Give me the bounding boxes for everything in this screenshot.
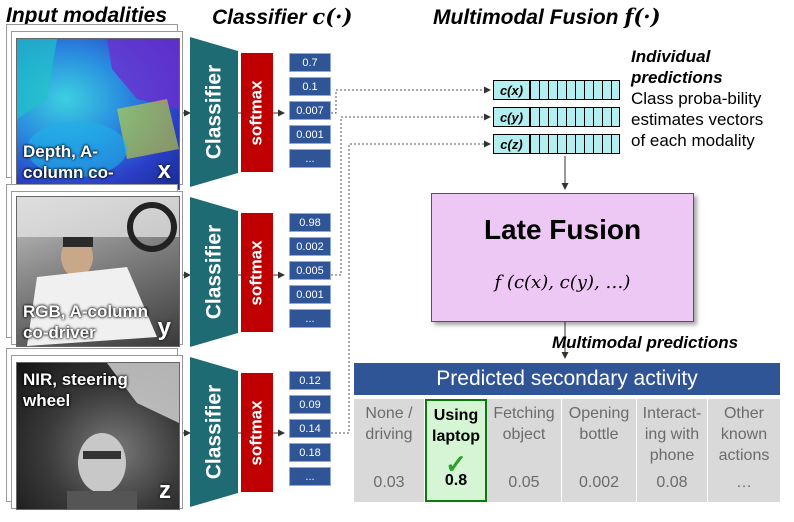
probability-cell: 0.98 [289, 213, 331, 232]
individual-predictions-desc: Class proba-bility estimates vectors of … [631, 89, 764, 150]
multimodal-predictions-label: Multimodal predictions [552, 333, 739, 352]
classifier-block: Classifier [190, 37, 238, 187]
individual-predictions-note: Individual predictions Class proba-bilit… [631, 46, 781, 151]
probability-vector-z: 0.12 0.09 0.14 0.18 ... [289, 371, 331, 491]
softmax-block: softmax [241, 53, 273, 172]
probability-cell: 0.1 [289, 77, 331, 96]
classifier-block: Classifier [190, 357, 238, 507]
fusion-header-text: Multimodal Fusion [433, 6, 619, 29]
classifier-block: Classifier [190, 197, 238, 347]
activity-class-value: 0.05 [508, 474, 540, 491]
softmax-block: softmax [241, 373, 273, 492]
activity-class-value: … [736, 474, 752, 491]
activity-class-using-laptop: Using laptop ✓ 0.8 [425, 399, 487, 502]
classifier-trapezoid [190, 357, 238, 507]
modality-caption: RGB, A-column co-driver [23, 302, 148, 342]
probability-cell: 0.005 [289, 261, 331, 280]
fusion-header-math: f(·) [624, 4, 661, 29]
rgb-image-shapes [17, 197, 179, 346]
late-fusion-title: Late Fusion [483, 214, 642, 245]
rgb-image: RGB, A-column co-driver y [16, 196, 180, 347]
probability-cell: 0.12 [289, 371, 331, 390]
modality-caption: Depth, A-column co-driver [23, 142, 114, 189]
activity-class-opening-bottle: Opening bottle 0.002 [562, 399, 637, 502]
probability-cell: ... [289, 467, 331, 486]
classifier-trapezoid [190, 37, 238, 187]
depth-image-shapes [17, 39, 179, 177]
individual-predictions-title: Individual predictions [631, 47, 723, 87]
nir-image: NIR, steering wheel z [16, 362, 180, 510]
classifier-header-text: Classifier [212, 6, 307, 29]
late-fusion-box: Late Fusion f (c(x), c(y), …) [431, 193, 694, 322]
prediction-cells [530, 134, 620, 154]
depth-image: Depth, A-column co-driver x [16, 38, 180, 190]
prediction-label: c(y) [493, 107, 530, 127]
classifier-label: Classifier [202, 384, 225, 480]
fusion-header: Multimodal Fusion f(·) [433, 4, 661, 30]
probability-vector-y: 0.98 0.002 0.005 0.001 ... [289, 213, 331, 333]
probability-cell: ... [289, 149, 331, 168]
modality-variable: x [157, 157, 171, 184]
activity-class-fetching-object: Fetching object 0.05 [487, 399, 562, 502]
activity-class-name: Fetching object [493, 405, 555, 443]
probability-cell: 0.002 [289, 237, 331, 256]
classifier-trapezoid [190, 197, 238, 347]
checkmark-icon: ✓ [445, 449, 467, 479]
prediction-cells [530, 80, 620, 100]
activity-class-name: Opening bottle [568, 405, 630, 443]
probability-cell: 0.7 [289, 53, 331, 72]
probability-cell: 0.09 [289, 395, 331, 414]
activity-class-value: 0.08 [656, 474, 688, 491]
probability-cell: ... [289, 309, 331, 328]
prediction-label: c(x) [493, 80, 530, 100]
activity-class-name: Interact-ing with phone [642, 405, 702, 464]
activity-class-other: Other known actions … [708, 399, 780, 502]
softmax-block: softmax [241, 213, 273, 332]
activity-class-none-driving: None / driving 0.03 [354, 399, 425, 502]
predicted-activity-panel: Predicted secondary activity None / driv… [354, 363, 780, 502]
activity-class-name: Using laptop [432, 407, 480, 445]
softmax-label: softmax [247, 399, 266, 466]
probability-cell: 0.001 [289, 285, 331, 304]
prediction-row-x: c(x) [493, 80, 620, 100]
classifier-header: Classifier c(·) [212, 4, 352, 30]
modality-caption: NIR, steering wheel [23, 370, 128, 410]
probability-cell: 0.14 [289, 419, 331, 438]
softmax-label: softmax [247, 239, 266, 306]
softmax-label: softmax [247, 79, 266, 146]
modality-variable: z [159, 477, 171, 504]
activity-class-name: Other known actions [718, 405, 770, 464]
probability-vector-x: 0.7 0.1 0.007 0.001 ... [289, 53, 331, 173]
activity-class-value: 0.8 [444, 472, 468, 489]
classifier-label: Classifier [202, 64, 225, 160]
late-fusion-formula: f (c(x), c(y), …) [494, 272, 631, 293]
activity-class-value: 0.002 [578, 474, 620, 491]
prediction-row-y: c(y) [493, 107, 620, 127]
activity-class-name: None / driving [365, 405, 413, 443]
prediction-row-z: c(z) [493, 134, 620, 154]
probability-cell: 0.18 [289, 443, 331, 462]
modality-variable: y [157, 314, 171, 341]
input-modalities-header: Input modalities [6, 4, 168, 27]
prediction-cells [530, 107, 620, 127]
prediction-label: c(z) [493, 134, 530, 154]
predicted-activity-title: Predicted secondary activity [354, 363, 780, 395]
activity-class-value: 0.03 [373, 474, 405, 491]
probability-cell: 0.007 [289, 101, 331, 120]
activity-class-interacting-phone: Interact-ing with phone 0.08 [637, 399, 708, 502]
classifier-header-math: c(·) [312, 4, 353, 29]
nir-image-shapes [67, 363, 179, 509]
probability-cell: 0.001 [289, 125, 331, 144]
classifier-label: Classifier [202, 224, 225, 320]
